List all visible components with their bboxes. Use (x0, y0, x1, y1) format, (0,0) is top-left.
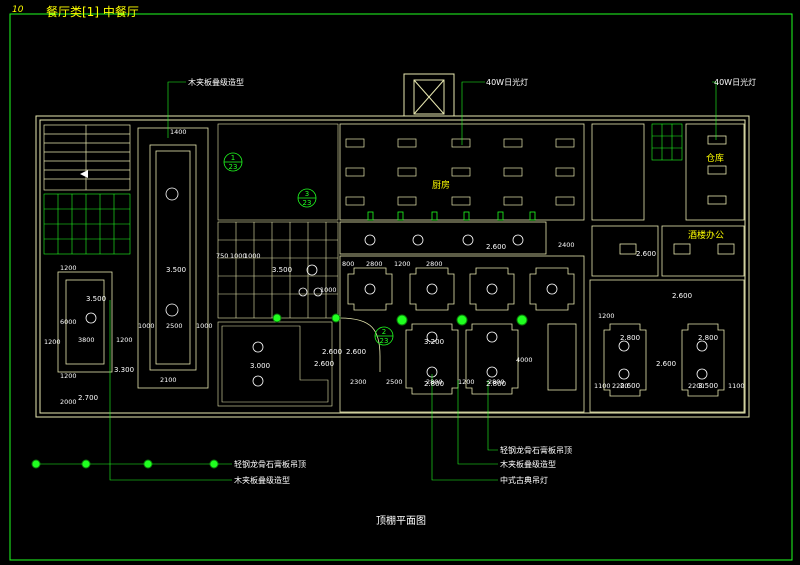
sheet-border (9, 13, 793, 561)
svg-text:1000: 1000 (230, 252, 247, 260)
svg-text:2.600: 2.600 (636, 250, 656, 258)
svg-text:2.600: 2.600 (346, 348, 366, 356)
svg-text:2.800: 2.800 (620, 334, 640, 342)
drawing-caption: 顶棚平面图 (376, 516, 426, 527)
svg-text:23: 23 (380, 337, 389, 345)
callout-gypsum-right: 轻钢龙骨石膏板吊顶 (500, 445, 572, 455)
building-outline (35, 73, 750, 418)
svg-text:3.500: 3.500 (86, 295, 106, 303)
svg-text:3.500: 3.500 (166, 266, 186, 274)
svg-text:2300: 2300 (350, 378, 367, 386)
callout-leaders (36, 81, 717, 481)
svg-text:1400: 1400 (170, 128, 187, 136)
room-label-office: 酒楼办公 (688, 229, 724, 241)
window-grid-right (651, 123, 683, 161)
svg-text:1200: 1200 (60, 372, 77, 380)
dimension-labels: 1400 1200 6000 1200 3800 1200 1200 2000 … (44, 128, 745, 406)
svg-text:750: 750 (216, 252, 228, 260)
svg-text:3.300: 3.300 (114, 366, 134, 374)
svg-text:6000: 6000 (60, 318, 77, 326)
svg-text:1000: 1000 (196, 322, 213, 330)
svg-text:1100: 1100 (728, 382, 745, 390)
svg-text:2.800: 2.800 (486, 380, 506, 388)
sheet-title: 餐厅类[1] 中餐厅 (46, 5, 139, 19)
window-grid-left (43, 193, 131, 255)
svg-text:2.600: 2.600 (322, 348, 342, 356)
staircase-left (43, 124, 131, 191)
callout-gypsum-left: 轻钢龙骨石膏板吊顶 (234, 459, 306, 469)
svg-text:1000: 1000 (244, 252, 261, 260)
pendant-lamps (85, 187, 708, 387)
fluorescent-lights (345, 138, 575, 206)
svg-text:2800: 2800 (366, 260, 383, 268)
svg-text:1200: 1200 (598, 312, 615, 320)
svg-text:23: 23 (229, 163, 238, 171)
room-labels: 厨房 仓库 酒楼办公 (432, 152, 724, 241)
svg-text:2100: 2100 (160, 376, 177, 384)
svg-text:2800: 2800 (426, 378, 443, 386)
svg-text:3: 3 (305, 190, 309, 198)
main-hall-ceiling (339, 255, 585, 413)
svg-text:1200: 1200 (458, 378, 475, 386)
svg-text:800: 800 (342, 260, 354, 268)
svg-text:2400: 2400 (558, 241, 575, 249)
kitchen-vents (367, 211, 536, 221)
svg-text:3800: 3800 (78, 336, 95, 344)
svg-text:3.000: 3.000 (250, 362, 270, 370)
svg-text:2800: 2800 (426, 260, 443, 268)
svg-text:1000: 1000 (138, 322, 155, 330)
callout-fluorescent-1: 40W日光灯 (486, 77, 528, 87)
green-downlights (31, 313, 528, 469)
svg-text:1100: 1100 (594, 382, 611, 390)
svg-text:2.600: 2.600 (656, 360, 676, 368)
svg-text:2000: 2000 (60, 398, 77, 406)
elevation-labels: 3.500 3.500 3.500 2.700 3.300 3.000 2.60… (78, 243, 718, 402)
svg-text:2800: 2800 (488, 378, 505, 386)
svg-text:2200: 2200 (612, 382, 629, 390)
svg-text:2200: 2200 (688, 382, 705, 390)
svg-text:4000: 4000 (516, 356, 533, 364)
svg-text:2: 2 (382, 328, 386, 336)
callout-fluorescent-2: 40W日光灯 (714, 77, 756, 87)
svg-text:3.200: 3.200 (424, 338, 444, 346)
svg-text:23: 23 (303, 199, 312, 207)
section-mark-labels: 123 323 223 (229, 154, 389, 345)
svg-text:2.600: 2.600 (672, 292, 692, 300)
svg-text:2.700: 2.700 (78, 394, 98, 402)
svg-text:3.500: 3.500 (272, 266, 292, 274)
room-label-storage: 仓库 (706, 152, 724, 164)
section-marks (223, 152, 394, 346)
svg-text:2.800: 2.800 (698, 334, 718, 342)
room-label-kitchen: 厨房 (432, 179, 450, 191)
svg-text:2.600: 2.600 (314, 360, 334, 368)
svg-text:2500: 2500 (386, 378, 403, 386)
svg-text:1: 1 (231, 154, 235, 162)
callout-wood-panel-top: 木夹板叠级造型 (188, 77, 244, 87)
svg-text:2.800: 2.800 (424, 380, 444, 388)
callout-wood-panel-left: 木夹板叠级造型 (234, 475, 290, 485)
svg-text:1200: 1200 (394, 260, 411, 268)
svg-text:1200: 1200 (44, 338, 61, 346)
svg-text:1000: 1000 (320, 286, 337, 294)
svg-text:2.600: 2.600 (620, 382, 640, 390)
svg-text:3.500: 3.500 (698, 382, 718, 390)
svg-text:1200: 1200 (60, 264, 77, 272)
svg-text:2500: 2500 (166, 322, 183, 330)
page-number: 10 (12, 5, 24, 15)
callout-texts: 木夹板叠级造型 40W日光灯 40W日光灯 轻钢龙骨石膏板吊顶 木夹板叠级造型 … (188, 77, 756, 485)
left-dining-ceiling (57, 127, 209, 389)
callout-wood-panel-right: 木夹板叠级造型 (500, 459, 556, 469)
svg-text:1200: 1200 (116, 336, 133, 344)
right-wing-ceiling (589, 123, 745, 413)
stair-arrow-icon (80, 170, 88, 178)
callout-chinese-lamp: 中式古典吊灯 (500, 475, 548, 485)
svg-text:2.600: 2.600 (486, 243, 506, 251)
